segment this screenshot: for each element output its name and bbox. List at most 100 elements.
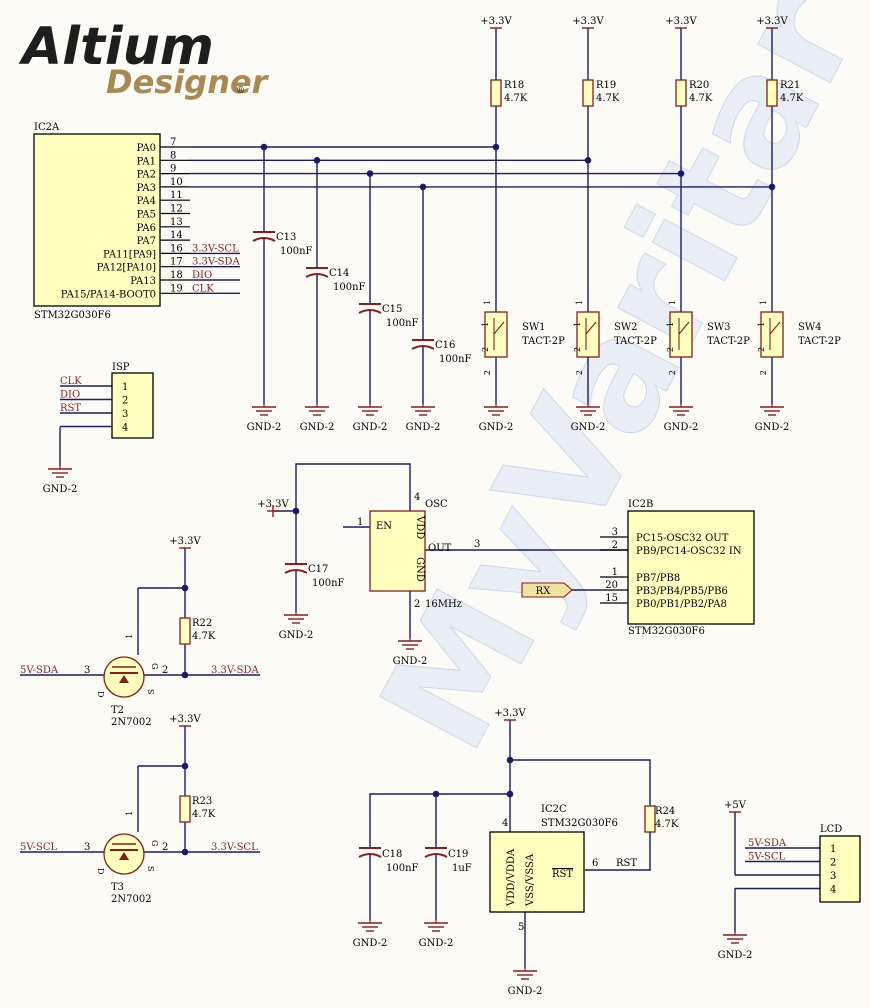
logo-reg: ®: [236, 86, 245, 96]
switch-pin: 1: [481, 322, 490, 327]
ground-label: GND-2: [571, 422, 606, 433]
net-label: 5V-SCL: [20, 842, 58, 853]
capacitor-ref: C13: [276, 232, 296, 243]
mosfet-pin-g: G: [150, 663, 159, 669]
resistor-value: 4.7K: [655, 819, 679, 830]
osc-body: [369, 510, 426, 592]
pin-number: 4: [414, 492, 420, 503]
resistor-body: [490, 79, 502, 107]
ground-symbol: [357, 403, 383, 416]
wire: [510, 759, 651, 806]
lcd-pin-number: 3: [830, 871, 836, 882]
ic2a-pin-number: 11: [170, 190, 183, 201]
components: IC2ASTM32G030F6PA07PA18PA29PA310PA411PA5…: [20, 16, 861, 997]
switch-pin-number: 1: [483, 300, 492, 305]
resistor-ref: R22: [192, 618, 212, 629]
ic2a-pin-name: PA2: [137, 170, 156, 181]
resistor-value: 4.7K: [596, 93, 620, 104]
mosfet-ref: T3: [111, 882, 124, 893]
isp-pin-number: 3: [122, 409, 128, 420]
ground-symbol: [357, 919, 383, 932]
ic2c-part: STM32G030F6: [541, 818, 618, 829]
switch-pin-number: 2: [483, 370, 492, 375]
ground-symbol: [759, 403, 785, 416]
switch-pin: 2: [757, 347, 766, 352]
ground-label: GND-2: [718, 950, 753, 961]
pin-number: 2: [162, 842, 168, 853]
pin-number: 3: [84, 842, 90, 853]
ground-symbol: [283, 611, 309, 624]
capacitor-plate: [424, 853, 448, 858]
resistor-value: 4.7K: [504, 93, 528, 104]
ic2a-pin-name: PA1: [137, 156, 156, 167]
wire: [585, 832, 651, 871]
pin-number: 1: [125, 634, 134, 639]
capacitor-ref: C14: [329, 268, 349, 279]
mosfet-pin-d: D: [96, 691, 105, 697]
ic2b-part: STM32G030F6: [628, 626, 705, 637]
logo-product: Designer: [106, 63, 270, 101]
ic2a-pin-number: 13: [170, 217, 183, 228]
switch-ref: SW3: [707, 322, 731, 333]
net-label: RST: [60, 403, 81, 414]
mosfet-pin-s: S: [146, 866, 155, 871]
ic2c-body: [489, 831, 585, 913]
ground-label: GND-2: [300, 422, 335, 433]
ground-symbol: [47, 465, 73, 478]
switch-pin: 2: [666, 347, 675, 352]
osc-ref: OSC: [425, 499, 448, 510]
capacitor-ref: C19: [448, 849, 468, 860]
capacitor-ref: C18: [382, 849, 402, 860]
switch-value: TACT-2P: [522, 336, 565, 347]
switch-pin-number: 2: [575, 370, 584, 375]
lcd-pin-number: 4: [830, 885, 836, 896]
switch-pin-number: 1: [668, 300, 677, 305]
ground-label: GND-2: [508, 986, 543, 997]
switch-body: [576, 311, 600, 358]
ic2a-pin-name: PA6: [137, 223, 156, 234]
vcc-label: +3.3V: [756, 16, 788, 27]
isp-pin-number: 4: [122, 423, 128, 434]
vcc-label: +3.3V: [257, 499, 289, 510]
osc-freq: 16MHz: [425, 599, 462, 610]
capacitor-plate: [284, 569, 308, 574]
ic2b-pin-number: 20: [605, 580, 618, 591]
ic2a-pin-number: 19: [170, 283, 183, 294]
resistor-value: 4.7K: [192, 631, 216, 642]
switch-ref: SW1: [522, 322, 546, 333]
net-label: 3.3V-SDA: [192, 257, 240, 268]
mosfet-pin-s: S: [146, 689, 155, 694]
osc-pin-gnd: GND: [414, 557, 425, 582]
pin-number: 3: [474, 539, 480, 550]
ground-symbol: [423, 919, 449, 932]
switch-body: [669, 311, 693, 358]
ic2a-pin-number: 7: [170, 137, 176, 148]
switch-pin: 2: [481, 347, 490, 352]
ground-symbol: [251, 403, 277, 416]
switch-body: [484, 311, 508, 358]
switch-contact: [585, 321, 597, 335]
wire: [369, 793, 510, 848]
ic2b-pin-number: 15: [605, 593, 618, 604]
ic2a-pin-number: 10: [170, 177, 183, 188]
mosfet-arrow: [119, 852, 129, 860]
ic2a-pin-number: 14: [170, 230, 183, 241]
logo-brand: Altium: [18, 17, 214, 77]
switch-contact: [493, 321, 505, 335]
altium-logo: Altium Designer ®: [18, 17, 270, 101]
ic2b-pin-name: PB0/PB1/PB2/PA8: [636, 599, 727, 610]
pin-number: 2: [414, 599, 420, 610]
vcc-label: +3.3V: [480, 16, 512, 27]
capacitor-value: 100nF: [439, 354, 472, 365]
capacitor-value: 100nF: [386, 318, 419, 329]
pin-number: 4: [502, 818, 508, 829]
resistor-ref: R20: [689, 80, 709, 91]
switch-pin: 1: [573, 322, 582, 327]
ground-label: GND-2: [419, 938, 454, 949]
ground-symbol: [512, 967, 538, 980]
ic2a-pin-number: 12: [170, 204, 183, 215]
vcc-label: +3.3V: [169, 714, 201, 725]
capacitor-value: 100nF: [386, 863, 419, 874]
ic2a-pin-number: 9: [170, 164, 176, 175]
net-label: 5V-SDA: [748, 838, 787, 849]
